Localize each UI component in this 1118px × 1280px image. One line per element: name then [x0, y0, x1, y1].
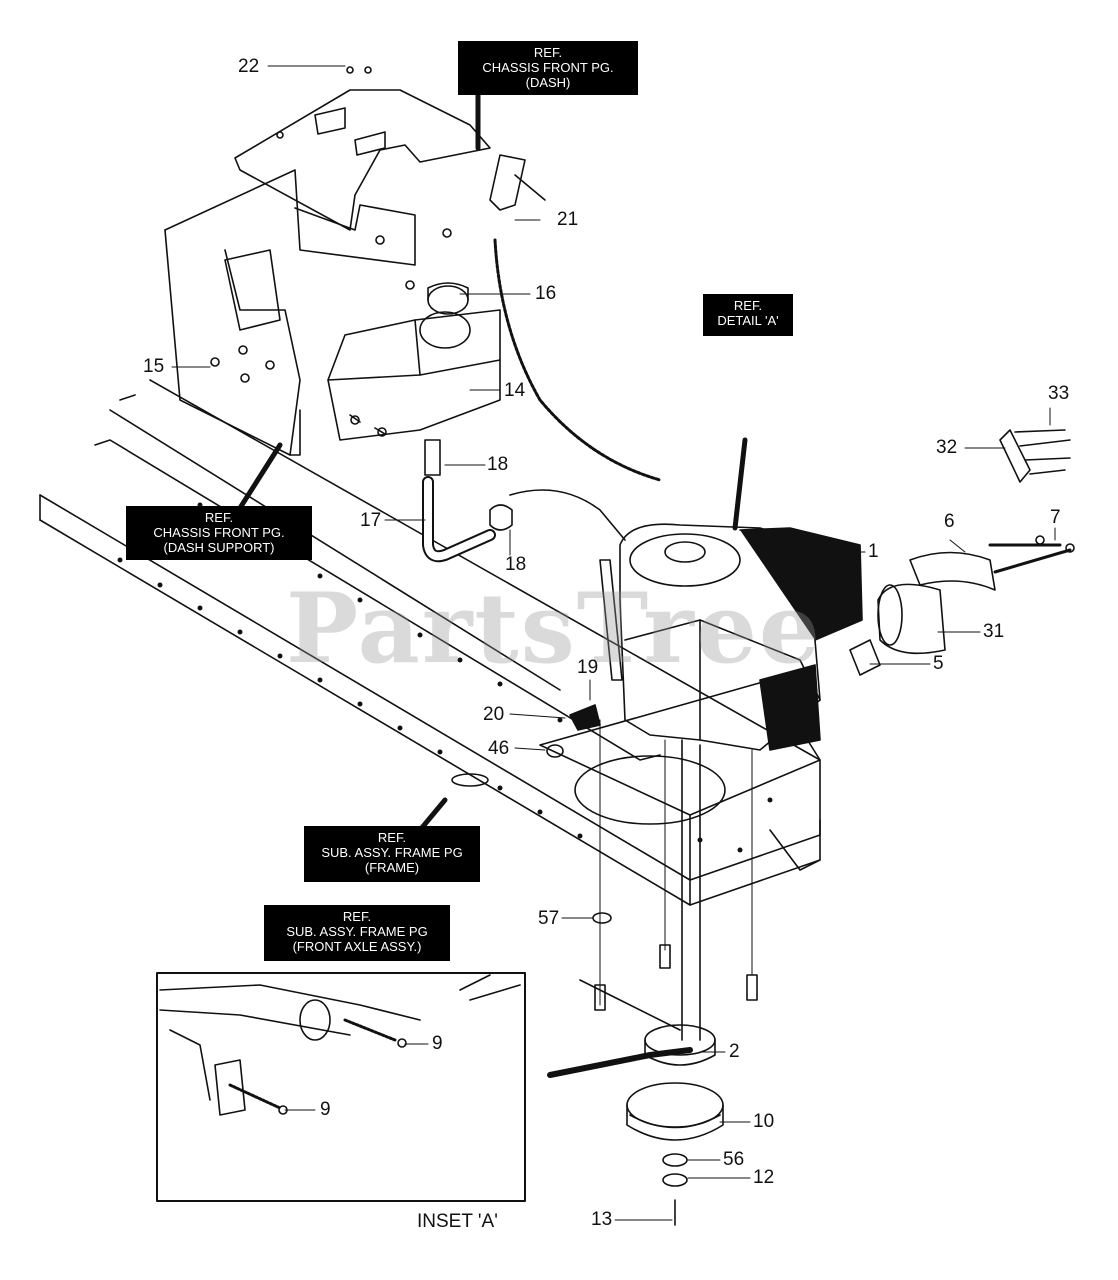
ref-box-chassis-dash-support: REF. CHASSIS FRONT PG. (DASH SUPPORT) [126, 506, 312, 560]
callout-21[interactable]: 21 [557, 209, 579, 230]
engine [599, 523, 863, 751]
callout-31[interactable]: 31 [983, 621, 1005, 642]
ref-line: REF. [342, 909, 372, 924]
muffler-bracket [999, 429, 1071, 483]
ref-line: REF. [204, 510, 234, 525]
mounting-bolts [546, 704, 758, 1011]
callout-5[interactable]: 5 [933, 653, 944, 674]
callout-17[interactable]: 17 [360, 510, 382, 531]
callout-10[interactable]: 10 [753, 1111, 775, 1132]
ref-line: (FRAME) [364, 860, 420, 875]
callout-18-upper[interactable]: 18 [487, 454, 509, 475]
callout-20[interactable]: 20 [483, 704, 505, 725]
callout-22[interactable]: 22 [238, 56, 260, 77]
callout-2[interactable]: 2 [729, 1041, 740, 1062]
ref-box-front-axle: REF. SUB. ASSY. FRAME PG (FRONT AXLE ASS… [264, 905, 450, 961]
callout-46[interactable]: 46 [488, 738, 510, 759]
callout-13[interactable]: 13 [591, 1209, 613, 1230]
dash-panel [234, 66, 491, 231]
callout-18-lower[interactable]: 18 [505, 554, 527, 575]
callout-56[interactable]: 56 [723, 1149, 745, 1170]
ref-box-frame: REF. SUB. ASSY. FRAME PG (FRAME) [304, 826, 480, 882]
ref-line: REF. [533, 45, 563, 60]
ref-box-detail-a: REF. DETAIL 'A' [703, 294, 793, 336]
ref-pointers [237, 92, 748, 833]
ref-line: REF. [733, 298, 763, 313]
callout-19[interactable]: 19 [577, 657, 599, 678]
throttle-cable [489, 154, 662, 541]
callout-9-lower[interactable]: 9 [320, 1099, 331, 1120]
ref-line: CHASSIS FRONT PG. [482, 60, 614, 75]
fuel-hose [422, 439, 513, 563]
callout-14[interactable]: 14 [504, 380, 526, 401]
callout-1[interactable]: 1 [868, 541, 879, 562]
callout-32[interactable]: 32 [936, 437, 958, 458]
inset-detail [156, 972, 526, 1202]
leader-lines [171, 65, 1056, 1221]
callout-6[interactable]: 6 [944, 511, 955, 532]
ref-line: SUB. ASSY. FRAME PG [286, 924, 428, 939]
callout-7[interactable]: 7 [1050, 507, 1061, 528]
ref-line: (DASH SUPPORT) [163, 540, 275, 555]
ref-line: CHASSIS FRONT PG. [153, 525, 285, 540]
callout-57[interactable]: 57 [538, 908, 560, 929]
ref-line: SUB. ASSY. FRAME PG [321, 845, 463, 860]
pulley-stack [547, 739, 724, 1226]
muffler [849, 535, 1075, 676]
frame-rails [39, 379, 821, 906]
ref-line: DETAIL 'A' [717, 313, 779, 328]
fuel-tank [327, 282, 501, 441]
ref-line: (DASH) [525, 75, 571, 90]
callout-33[interactable]: 33 [1048, 383, 1070, 404]
callout-15[interactable]: 15 [143, 356, 165, 377]
ref-line: REF. [377, 830, 407, 845]
inset-caption: INSET 'A' [417, 1211, 498, 1232]
callout-9-upper[interactable]: 9 [432, 1033, 443, 1054]
callout-12[interactable]: 12 [753, 1167, 775, 1188]
dash-support [164, 169, 452, 456]
ref-line: (FRONT AXLE ASSY.) [292, 939, 422, 954]
ref-box-chassis-dash: REF. CHASSIS FRONT PG. (DASH) [458, 41, 638, 95]
callout-16[interactable]: 16 [535, 283, 557, 304]
watermark: PartsTree [286, 572, 822, 685]
